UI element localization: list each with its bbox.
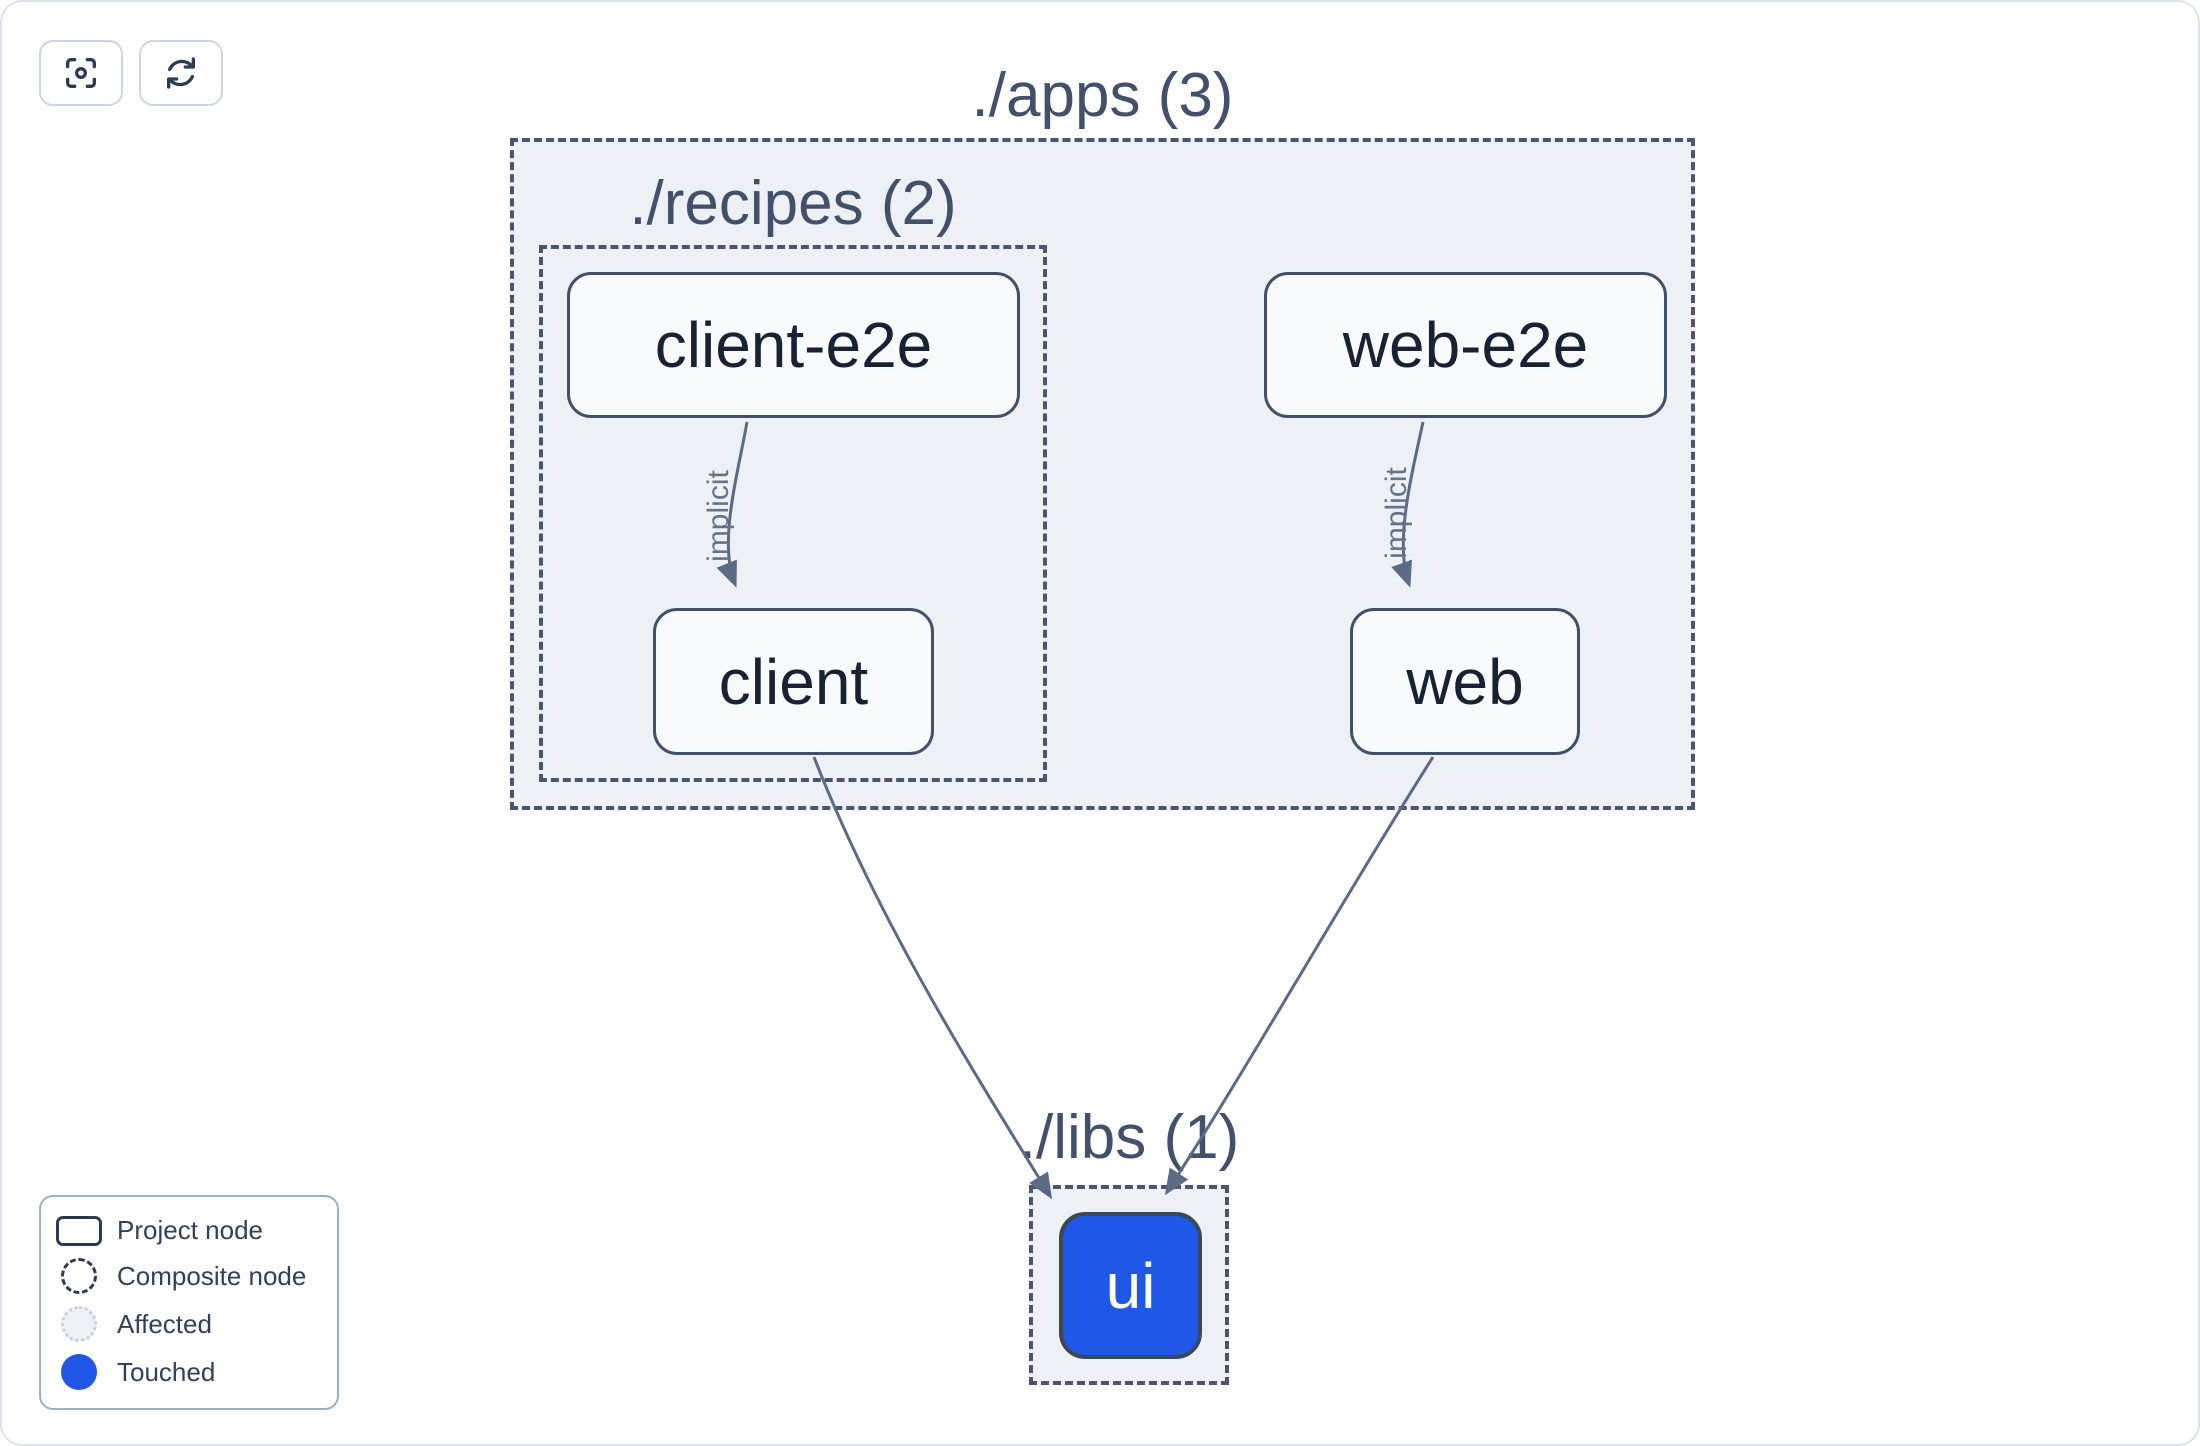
legend-label: Composite node [117, 1260, 307, 1291]
edge-label-implicit-web: implicit [1380, 467, 1413, 559]
center-graph-button[interactable] [39, 40, 123, 106]
legend-item-composite-node: Composite node [41, 1258, 337, 1294]
legend-item-project-node: Project node [41, 1215, 337, 1246]
legend-item-touched: Touched [41, 1354, 337, 1390]
composite-node-swatch-icon [61, 1258, 97, 1294]
refresh-icon [161, 53, 201, 93]
node-client[interactable]: client [653, 608, 934, 755]
graph-legend: Project node Composite node Affected Tou… [39, 1195, 339, 1410]
node-ui[interactable]: ui [1059, 1212, 1202, 1359]
composite-title-libs: ./libs (1) [1018, 1103, 1240, 1172]
composite-title-recipes: ./recipes (2) [629, 169, 957, 238]
crosshair-focus-icon [61, 53, 101, 93]
composite-title-apps: ./apps (3) [971, 61, 1234, 130]
node-web-e2e[interactable]: web-e2e [1264, 272, 1667, 418]
legend-label: Affected [117, 1308, 212, 1339]
node-web[interactable]: web [1350, 608, 1580, 755]
node-client-e2e[interactable]: client-e2e [567, 272, 1020, 418]
touched-swatch-icon [61, 1354, 97, 1390]
edge-label-implicit-client: implicit [702, 470, 735, 562]
legend-item-affected: Affected [41, 1306, 337, 1342]
refresh-graph-button[interactable] [139, 40, 223, 106]
legend-label: Touched [117, 1356, 216, 1387]
legend-label: Project node [117, 1215, 263, 1245]
project-node-swatch-icon [56, 1215, 102, 1246]
affected-swatch-icon [61, 1306, 97, 1342]
